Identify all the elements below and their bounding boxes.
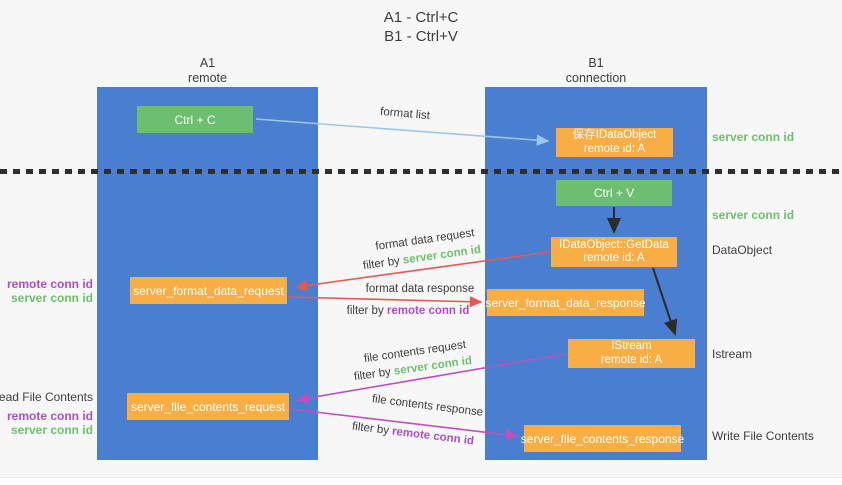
file-contents-response-label: file contents response [371, 393, 484, 419]
left-column-id: A1 [199, 56, 216, 70]
title-line-1: A1 - Ctrl+C [383, 9, 459, 26]
server-format-data-response-node: server_format_data_response [485, 289, 646, 316]
getdata-line2: remote id: A [583, 252, 645, 264]
right-column-role: connection [565, 71, 627, 85]
ctrl-c-node: Ctrl + C [137, 106, 253, 133]
format-data-response-label: format data response [365, 283, 475, 295]
conn-id-pair-format: remote conn id server conn id [6, 277, 93, 305]
write-file-contents-label: Write File Contents [712, 429, 814, 443]
server-conn-id-label-mid: server conn id [712, 208, 795, 222]
filter-remote-conn-id-2: remote conn id [386, 305, 470, 317]
filter-by-text-2: filter by [346, 305, 384, 317]
server-conn-id-label-file: server conn id [10, 422, 93, 437]
server-conn-id-label-top: server conn id [712, 130, 795, 144]
save-idataobject-node: 保存IDataObject remote id: A [556, 128, 673, 157]
read-file-contents-label: Read File Contents [0, 390, 93, 404]
server-file-contents-request-node: server_file_contents_request [127, 393, 289, 420]
format-list-label: format list [379, 105, 431, 123]
save-idataobject-line2: remote id: A [583, 142, 646, 155]
server-file-contents-response-label: server_file_contents_response [520, 431, 685, 446]
dataobject-label: DataObject [712, 243, 773, 257]
ctrl-v-node: Ctrl + V [556, 180, 672, 206]
getdata-node: IDataObject::GetData remote id: A [551, 237, 677, 267]
conn-id-pair-file: remote conn id server conn id [6, 409, 93, 437]
filter-by-text-4: filter by [351, 420, 390, 437]
title-line-2: B1 - Ctrl+V [384, 28, 458, 45]
server-file-contents-request-label: server_file_contents_request [130, 399, 286, 414]
right-column-id: B1 [588, 56, 604, 70]
filter-by-text-3: filter by [353, 366, 392, 384]
remote-conn-id-label-format: remote conn id [6, 277, 93, 291]
remote-conn-id-label-file: remote conn id [6, 409, 93, 423]
file-response-filter-label: filter by remote conn id [343, 420, 483, 449]
istream-line1: IStream [611, 340, 652, 352]
format-response-filter-label: filter by remote conn id [343, 305, 473, 317]
filter-by-text-1: filter by [362, 255, 401, 273]
ctrl-c-label: Ctrl + C [174, 112, 216, 127]
server-file-contents-response-node: server_file_contents_response [520, 425, 685, 452]
getdata-line1: IDataObject::GetData [559, 238, 669, 251]
diagram-title: A1 - Ctrl+C B1 - Ctrl+V [0, 8, 842, 46]
filter-remote-conn-id-4: remote conn id [391, 425, 475, 448]
save-idataobject-line1: 保存IDataObject [572, 129, 657, 141]
copy-paste-divider-line [0, 169, 842, 174]
bottom-edge-strip [0, 477, 842, 485]
server-format-data-response-label: server_format_data_response [485, 295, 646, 310]
ctrl-v-label: Ctrl + V [593, 186, 635, 200]
right-column-header: B1 connection [485, 56, 707, 86]
left-column-role: remote [188, 71, 227, 85]
server-format-data-request-node: server_format_data_request [130, 277, 287, 304]
server-conn-id-label-format: server conn id [10, 290, 93, 305]
istream-line2: remote id: A [600, 353, 663, 366]
left-column-header: A1 remote [97, 56, 318, 86]
server-format-data-request-label: server_format_data_request [133, 283, 284, 298]
istream-side-label: Istream [712, 347, 753, 361]
istream-node: IStream remote id: A [568, 339, 695, 368]
